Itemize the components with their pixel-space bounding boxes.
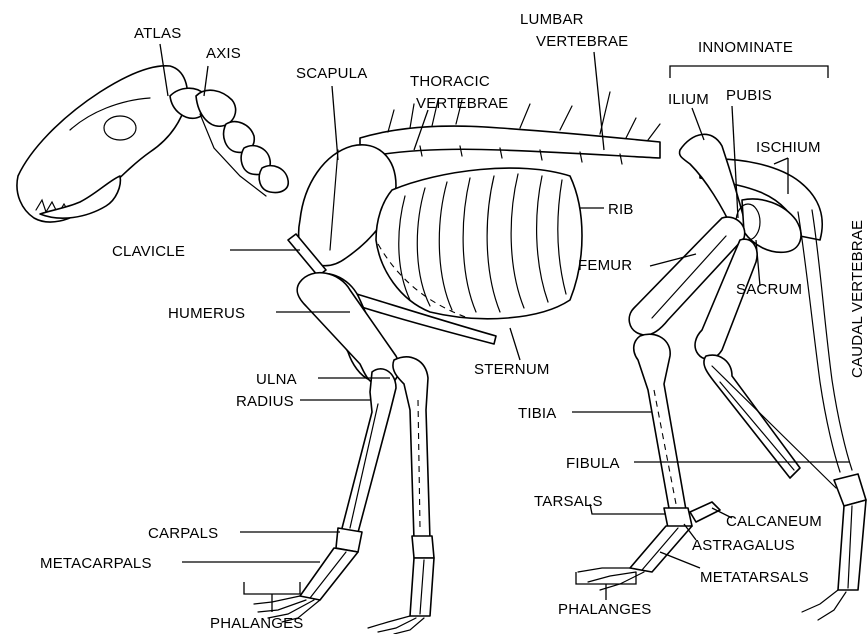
bracket-phalanges-fore bbox=[244, 582, 300, 612]
label-metatarsals: METATARSALS bbox=[700, 569, 809, 586]
label-phalanges-fore: PHALANGES bbox=[210, 615, 304, 632]
label-atlas: ATLAS bbox=[134, 25, 181, 42]
label-innominate: INNOMINATE bbox=[698, 39, 793, 56]
label-tibia: TIBIA bbox=[518, 405, 557, 422]
label-calcaneum: CALCANEUM bbox=[726, 513, 822, 530]
label-ischium: ISCHIUM bbox=[756, 139, 821, 156]
label-ulna: ULNA bbox=[256, 371, 297, 388]
label-sacrum: SACRUM bbox=[736, 281, 802, 298]
label-thoracic-2: VERTEBRAE bbox=[416, 95, 508, 112]
bracket-innominate bbox=[670, 66, 828, 78]
label-fibula: FIBULA bbox=[566, 455, 620, 472]
label-thoracic-1: THORACIC bbox=[410, 73, 490, 90]
bracket-phalanges-hind bbox=[576, 572, 636, 600]
label-pubis: PUBIS bbox=[726, 87, 772, 104]
hind-limbs bbox=[578, 217, 866, 620]
fore-limbs bbox=[254, 273, 434, 634]
label-radius: RADIUS bbox=[236, 393, 294, 410]
label-carpals: CARPALS bbox=[148, 525, 218, 542]
label-sternum: STERNUM bbox=[474, 361, 550, 378]
label-lumbar-2: VERTEBRAE bbox=[536, 33, 628, 50]
leader-sternum bbox=[510, 328, 520, 360]
label-humerus: HUMERUS bbox=[168, 305, 245, 322]
leader-scapula bbox=[332, 86, 338, 160]
label-femur: FEMUR bbox=[578, 257, 632, 274]
leader-metatarsals bbox=[660, 552, 700, 568]
label-axis: AXIS bbox=[206, 45, 241, 62]
label-lumbar-1: LUMBAR bbox=[520, 11, 584, 28]
label-scapula: SCAPULA bbox=[296, 65, 367, 82]
label-ilium: ILIUM bbox=[668, 91, 709, 108]
label-phalanges-hind: PHALANGES bbox=[558, 601, 652, 618]
label-metacarpals: METACARPALS bbox=[40, 555, 152, 572]
label-rib: RIB bbox=[608, 201, 634, 218]
label-caudal-vertebrae: CAUDAL VERTEBRAE bbox=[849, 220, 866, 378]
label-clavicle: CLAVICLE bbox=[112, 243, 185, 260]
label-tarsals: TARSALS bbox=[534, 493, 603, 510]
label-astragalus: ASTRAGALUS bbox=[692, 537, 795, 554]
skull bbox=[17, 66, 187, 222]
